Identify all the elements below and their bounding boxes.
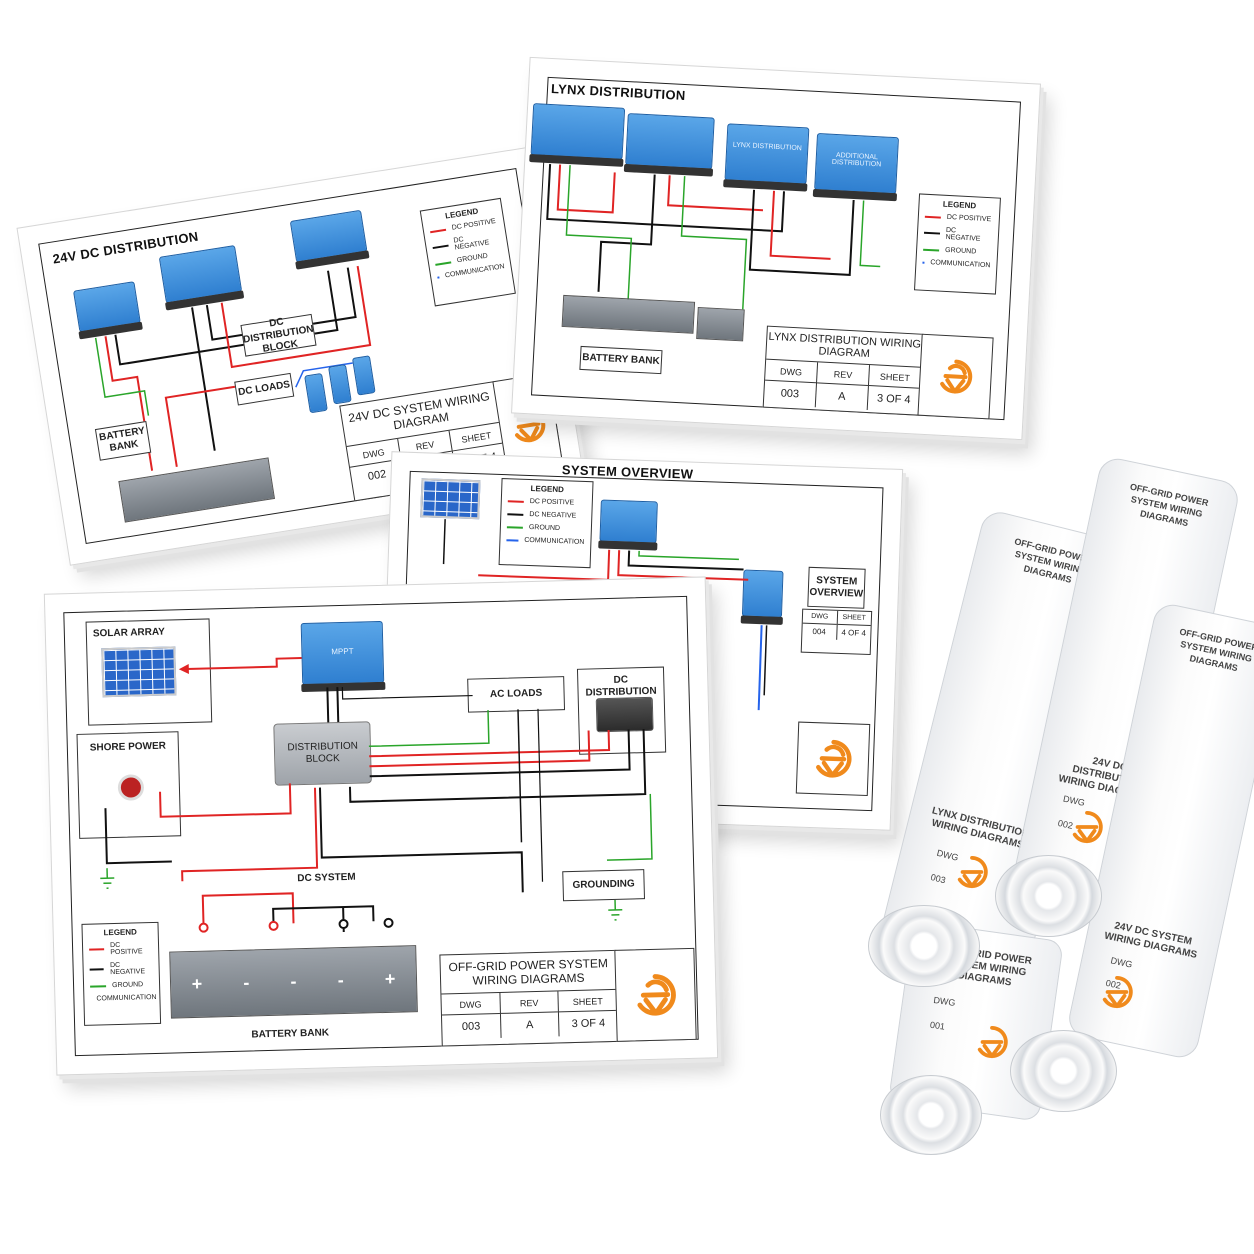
roll-logo-icon-4 xyxy=(977,1025,1008,1059)
legend: LEGEND DC POSITIVE DC NEGATIVE GROUND CO… xyxy=(419,197,516,307)
brand-logo xyxy=(614,947,697,1042)
system-overview-box: SYSTEM OVERVIEW xyxy=(807,566,866,609)
battery-bank-box: BATTERY BANK xyxy=(579,345,663,375)
brand-logo-icon xyxy=(637,974,676,1016)
battery-bank-2 xyxy=(696,306,745,342)
battery-bank: + - - - + xyxy=(169,945,418,1019)
roll-end-cap-3 xyxy=(1010,1030,1117,1112)
sheet-off-grid-power-system[interactable]: SOLAR ARRAY MPPT AC LOADS DC DISTRIBUTIO… xyxy=(43,576,719,1076)
roll-end-cap-4 xyxy=(880,1075,982,1155)
brand-logo-icon xyxy=(940,359,973,394)
sheet-24v-dc-distribution[interactable]: 24V DC DISTRIBUTION DC DISTRIBUTION BLOC… xyxy=(16,146,586,566)
wiring-24v xyxy=(94,265,372,471)
battery-bank-label: BATTERY BANK xyxy=(251,1027,330,1041)
roll-end-cap-1 xyxy=(868,905,980,987)
title-block: OFF-GRID POWER SYSTEM WIRING DIAGRAMS DW… xyxy=(439,949,619,1047)
roll-logo-icon-1 xyxy=(957,855,988,889)
roll-logo-icon-2 xyxy=(1072,810,1103,844)
roll-logo-icon-3 xyxy=(1102,975,1133,1009)
dc-system-label: DC SYSTEM xyxy=(297,871,356,885)
battery-terminal-5: + xyxy=(384,968,396,989)
grounding-box: GROUNDING xyxy=(562,869,646,902)
brand-logo xyxy=(917,333,994,420)
battery-terminal-3: - xyxy=(290,971,297,992)
battery-terminal-2: - xyxy=(243,972,250,993)
title-block-name: OFF-GRID POWER SYSTEM WIRING DIAGRAMS xyxy=(440,950,617,995)
brand-logo xyxy=(795,721,871,797)
roll-end-cap-2 xyxy=(995,855,1102,937)
battery-terminal-4: - xyxy=(337,970,344,991)
brand-logo-icon xyxy=(816,739,852,778)
legend: LEGEND DC POSITIVE DC NEGATIVE GROUND CO… xyxy=(81,921,162,1026)
wiring-main xyxy=(100,657,653,933)
battery-bank xyxy=(561,294,696,334)
wiring-lynx xyxy=(546,164,881,310)
sheet-lynx-distribution[interactable]: LYNX DISTRIBUTION LYNX DISTRIBUTION ADDI… xyxy=(511,56,1041,441)
battery-terminal-1: + xyxy=(191,973,203,995)
legend: LEGEND DC POSITIVE DC NEGATIVE GROUND CO… xyxy=(914,193,1001,295)
